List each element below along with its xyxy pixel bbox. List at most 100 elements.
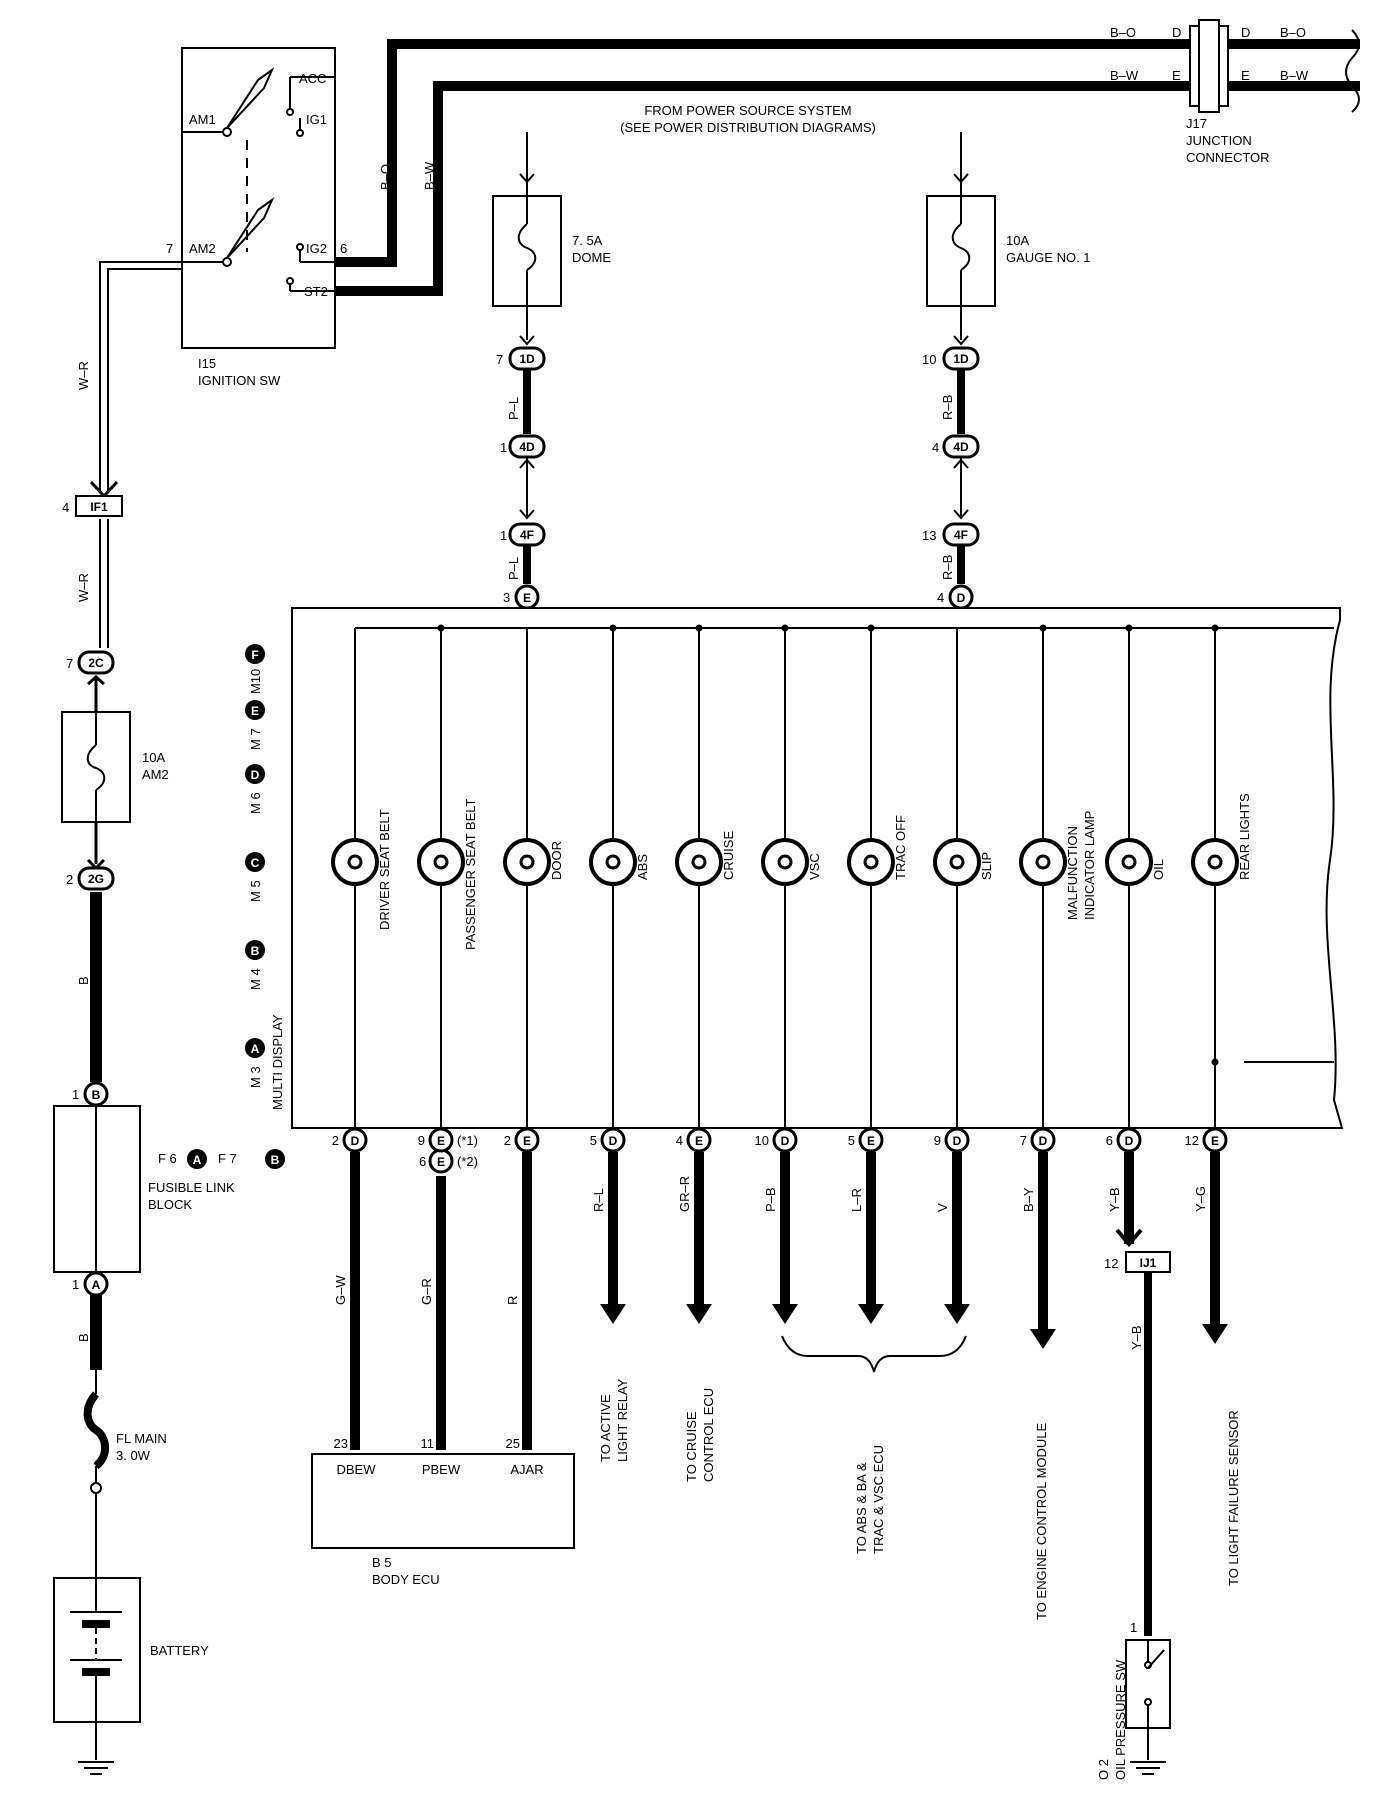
lamp-pin-number: 5 (848, 1133, 855, 1148)
lamp-filament-icon (347, 854, 363, 870)
lamp-pin-number: 9 (934, 1133, 941, 1148)
dome-connector-4d-pin: 1 (500, 440, 507, 455)
lamp-label: SLIP (979, 852, 994, 880)
lamp-pin-code: E (867, 1134, 875, 1148)
fusible-f6-id: F 6 (158, 1151, 177, 1166)
md-connector-id: M 4 (248, 968, 263, 990)
fusible-link-name-line1: FUSIBLE LINK (148, 1180, 235, 1195)
lamp-filament-icon (1121, 854, 1137, 870)
output-arrow-icon (772, 1304, 798, 1324)
dome-connector-e-code: E (523, 591, 531, 605)
junction-pin-d-right: D (1241, 25, 1250, 40)
dome-wire-pl-lower: P–L (506, 557, 521, 580)
ign-terminal-acc: ACC (299, 71, 326, 86)
lamp-bulb-icon (503, 838, 551, 886)
lamp-filament-icon (863, 854, 879, 870)
lamp-pin-connector (1202, 1127, 1228, 1153)
output-wire-color: Y–G (1193, 1186, 1208, 1212)
lamp-pin-code: E (695, 1134, 703, 1148)
left-wire-wr-lower: W–R (76, 573, 91, 602)
gauge-feed (926, 132, 996, 1000)
lamp-junction-dot (609, 624, 617, 632)
fusible-link-name-line2: BLOCK (148, 1197, 192, 1212)
junction-name-line3: CONNECTOR (1186, 150, 1270, 165)
lamp-pin-number: 7 (1020, 1133, 1027, 1148)
lamp-label: TRAC OFF (893, 815, 908, 880)
dome-connector-4f (508, 522, 546, 547)
fuse-gauge-name: GAUGE NO. 1 (1006, 250, 1091, 265)
lamp-label: ABS (635, 854, 650, 880)
oil-pressure-switch (1125, 1639, 1171, 1760)
ign-terminal-am2: AM2 (189, 241, 216, 256)
lamp-pin-code: D (351, 1134, 360, 1148)
fl-main-name: FL MAIN (116, 1431, 167, 1446)
dome-connector-e-pin: 3 (503, 590, 510, 605)
body-ecu-terminal-ajar: AJAR (510, 1462, 543, 1477)
dome-connector-4f-pin: 1 (500, 528, 507, 543)
junction-pin-e-left: E (1172, 68, 1181, 83)
gauge-connector-1d-code: 1D (953, 352, 969, 366)
body-ecu-pin-23: 23 (334, 1436, 348, 1451)
lamp-pin-connector (342, 1127, 368, 1153)
junction-pin-e-right: E (1241, 68, 1250, 83)
output-wire-color: V (935, 1203, 950, 1212)
lamp-bulb-icon (675, 838, 723, 886)
gauge-connector-4d (942, 434, 980, 459)
gauge-wire-rb-upper: R–B (940, 395, 955, 420)
lamp-junction-dot (781, 624, 789, 632)
body-ecu-pin-25: 25 (506, 1436, 520, 1451)
md-connector-id: M 6 (248, 792, 263, 814)
fusible-f6-badge (187, 1149, 207, 1169)
lamp-pin-code: E (1211, 1134, 1219, 1148)
lamp-pin-connector (858, 1127, 884, 1153)
lamp-filament-icon (1207, 854, 1223, 870)
connector-if1-pin: 4 (62, 500, 69, 515)
multi-display-frame (291, 607, 1344, 1129)
dest-active-light-relay-line2: LIGHT RELAY (615, 1378, 630, 1462)
lamp-bulb-icon (417, 838, 465, 886)
md-connector-badge (245, 644, 265, 664)
connector-2c-pin: 7 (66, 656, 73, 671)
dest-abs-line1: TO ABS & BA & (854, 1462, 869, 1554)
lamp-label: CRUISE (721, 831, 736, 880)
output-arrow-icon (944, 1304, 970, 1324)
lamp-label: VSC (807, 853, 822, 880)
lamp-junction-dot (1039, 624, 1047, 632)
lamp-pin-number: 9 (418, 1133, 425, 1148)
battery-ground-icon (78, 1761, 114, 1775)
lamp-bulb-icon (331, 838, 379, 886)
body-ecu-terminal-dbew: DBEW (337, 1462, 377, 1477)
fuse-dome-name: DOME (572, 250, 611, 265)
fuse-gauge-rating: 10A (1006, 233, 1029, 248)
lamp-pin-code: E (437, 1134, 445, 1148)
gauge-connector-d-pin: 4 (937, 590, 944, 605)
md-connector-code: B (251, 944, 260, 958)
connector-2c-code: 2C (88, 656, 104, 670)
connector-fusible-b-code: B (92, 1088, 101, 1102)
junction-wire-bo-right: B–O (1280, 25, 1306, 40)
lamp-label-line2: INDICATOR LAMP (1082, 811, 1097, 920)
dest-cruise-line2: CONTROL ECU (701, 1388, 716, 1482)
output-wire-color: R (505, 1296, 520, 1305)
left-wire-b-lower: B (76, 1333, 91, 1342)
output-wire-color: G–W (333, 1275, 348, 1305)
lamp-junction-dot (1211, 624, 1219, 632)
junction-name-line1: J17 (1186, 116, 1207, 131)
gauge-connector-4f-code: 4F (954, 528, 968, 542)
connector-fusible-b-pin: 1 (72, 1087, 79, 1102)
lamp-pin-connector (944, 1127, 970, 1153)
lamp-pin-code: E (523, 1134, 531, 1148)
gauge-wire-rb-lower: R–B (940, 555, 955, 580)
lamp-bulb-icon (589, 838, 637, 886)
md-connector-badge (245, 1038, 265, 1058)
output-arrow-icon (686, 1304, 712, 1324)
output-arrow-icon (858, 1304, 884, 1324)
ign-terminal-am1: AM1 (189, 112, 216, 127)
lamp-pin-connector (686, 1127, 712, 1153)
lamp-pin-connector (600, 1127, 626, 1153)
md-connector-code: D (251, 768, 260, 782)
output-arrow-icon (1202, 1324, 1228, 1344)
